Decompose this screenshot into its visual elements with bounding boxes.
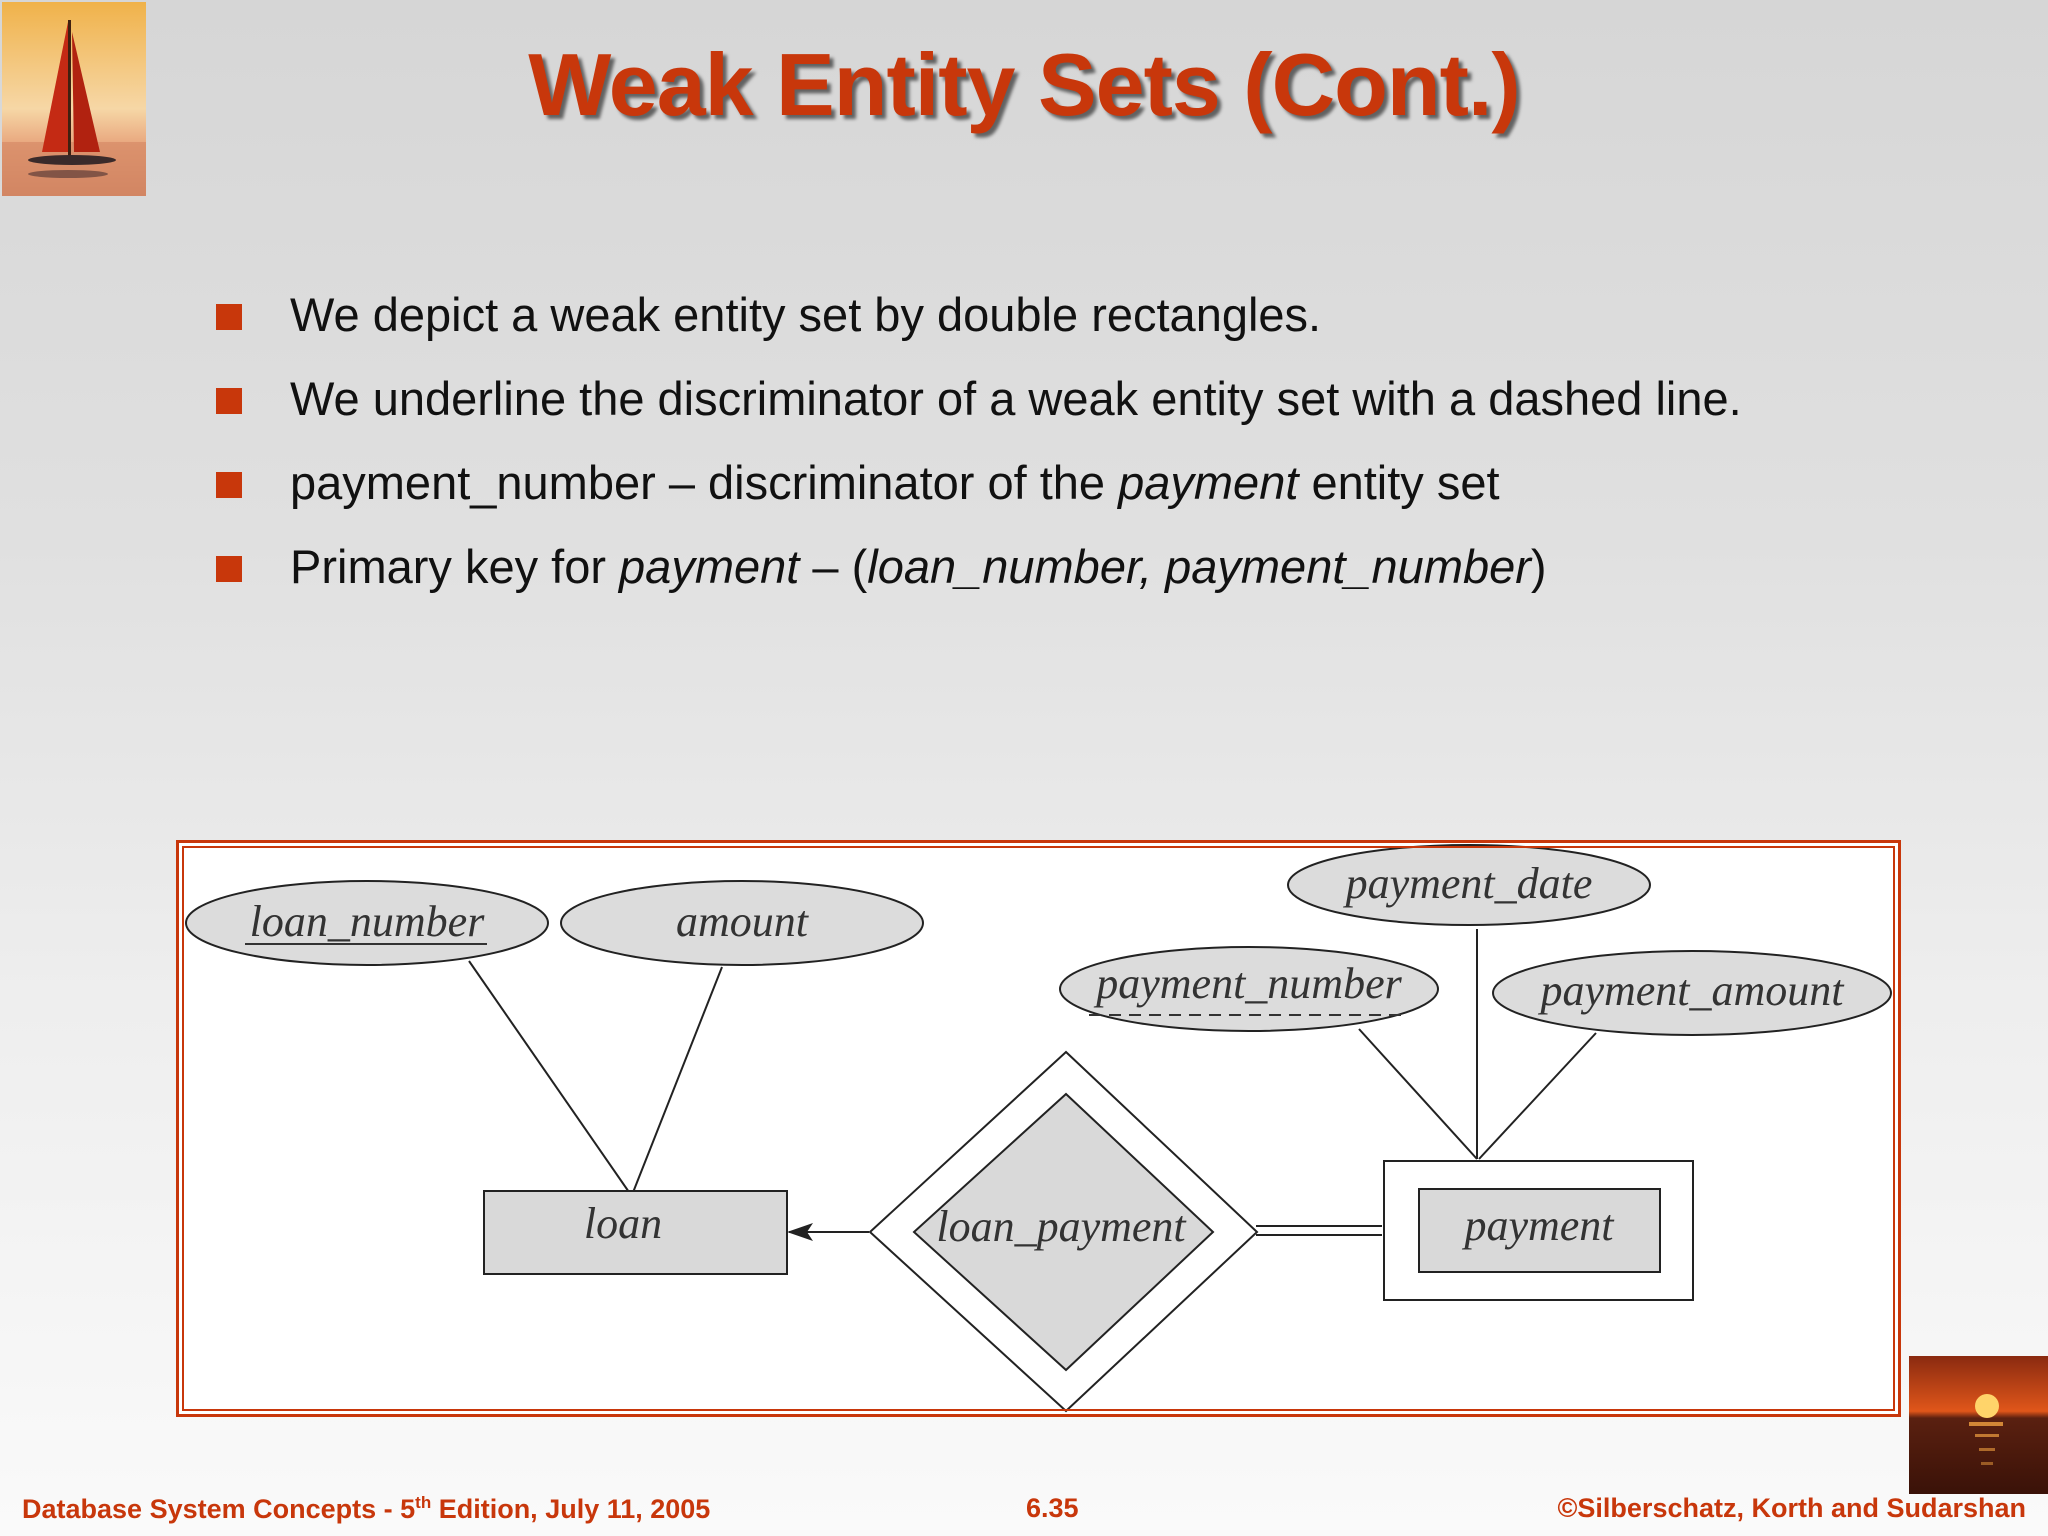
entity-payment-inner-shape xyxy=(1418,1188,1661,1273)
edge-payment-amount-payment xyxy=(1478,1032,1597,1160)
bullet-text-italic: payment xyxy=(1118,456,1299,509)
slide-title: Weak Entity Sets (Cont.) xyxy=(528,35,1520,134)
attribute-amount-shape xyxy=(560,880,924,966)
bullet-text-plain: Primary key for xyxy=(290,540,620,593)
bullet-text: We underline the discriminator of a weak… xyxy=(290,372,1742,425)
square-bullet-icon xyxy=(216,304,242,330)
bullet-text-plain: – ( xyxy=(799,540,868,593)
square-bullet-icon xyxy=(216,472,242,498)
bullet-item: We underline the discriminator of a weak… xyxy=(216,368,1836,430)
bullet-item: We depict a weak entity set by double re… xyxy=(216,284,1836,346)
attribute-loan-number-shape xyxy=(185,880,549,966)
footer-copyright: ©Silberschatz, Korth and Sudarshan xyxy=(1557,1493,2026,1523)
entity-payment-outer-shape xyxy=(1383,1160,1694,1301)
attribute-loan-number-label: loan_number xyxy=(250,897,486,946)
sunset-ocean-logo-icon xyxy=(1909,1356,2048,1494)
bullet-text-plain: entity set xyxy=(1298,456,1500,509)
er-diagram-frame: loan_number amount payment_date payment_… xyxy=(176,840,1901,1417)
footer-left-main: Database System Concepts - 5 xyxy=(22,1494,416,1524)
edge-payment-number-payment xyxy=(1358,1028,1478,1160)
entity-loan-shape xyxy=(483,1190,788,1275)
er-diagram: loan_number amount payment_date payment_… xyxy=(185,844,1892,1413)
relationship-inner-diamond xyxy=(912,1092,1215,1372)
arrow-head-icon xyxy=(787,1223,813,1241)
bullet-text-plain: ) xyxy=(1530,540,1547,593)
bullet-text-italic: loan_number, payment_number xyxy=(867,540,1531,593)
bullet-text-plain: payment_number – discriminator of the xyxy=(290,456,1119,509)
attribute-payment-date-label: payment_date xyxy=(1343,859,1593,908)
attribute-payment-amount-label: payment_amount xyxy=(1537,966,1845,1015)
relationship-outer-diamond xyxy=(868,1050,1259,1413)
footer-left-rest: Edition, July 11, 2005 xyxy=(431,1494,711,1524)
attribute-amount-label: amount xyxy=(676,897,810,946)
square-bullet-icon xyxy=(216,388,242,414)
edge-amount-loan xyxy=(631,966,723,1196)
footer-book-info: Database System Concepts - 5th Edition, … xyxy=(22,1493,710,1525)
footer-left-sup: th xyxy=(415,1493,432,1512)
attribute-payment-amount-shape xyxy=(1492,950,1892,1036)
square-bullet-icon xyxy=(216,556,242,582)
attribute-payment-number-shape xyxy=(1059,946,1439,1032)
footer-slide-number: 6.35 xyxy=(1026,1493,1079,1523)
relationship-loan-payment-label: loan_payment xyxy=(936,1202,1187,1251)
edge-loan-number-loan xyxy=(468,960,632,1196)
entity-loan-label: loan xyxy=(584,1199,662,1248)
entity-payment-label: payment xyxy=(1461,1201,1615,1250)
bullet-item: Primary key for payment – (loan_number, … xyxy=(216,536,1836,598)
bullet-text: We depict a weak entity set by double re… xyxy=(290,288,1322,341)
sailboat-sunset-logo-icon xyxy=(2,2,146,196)
bullet-item: payment_number – discriminator of the pa… xyxy=(216,452,1836,514)
bullet-list: We depict a weak entity set by double re… xyxy=(216,284,1836,620)
bullet-text-italic: payment xyxy=(619,540,800,593)
attribute-payment-number-label: payment_number xyxy=(1093,959,1402,1008)
attribute-payment-date-shape xyxy=(1287,844,1651,926)
